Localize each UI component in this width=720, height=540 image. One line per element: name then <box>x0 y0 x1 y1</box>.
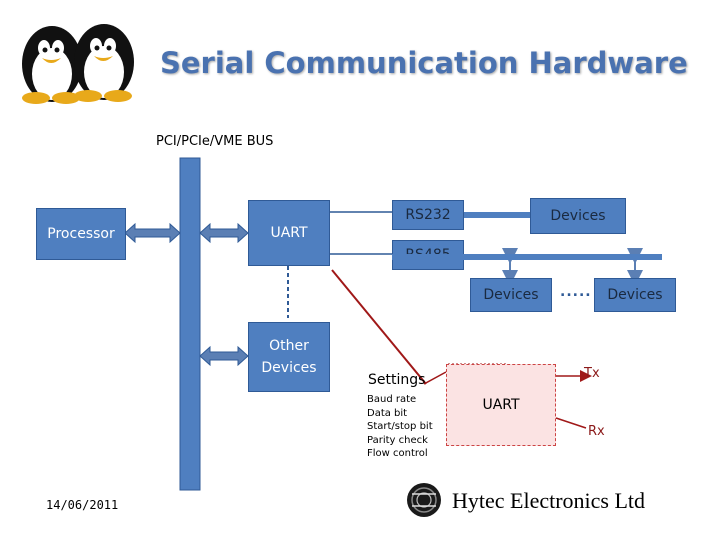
bus-uart-arrow <box>199 222 249 244</box>
settings-title: Settings <box>368 372 426 388</box>
rs485-line <box>392 254 662 260</box>
other-devices-block: Other Devices <box>248 322 330 392</box>
settings-item: Parity check <box>367 434 428 446</box>
bus-bar <box>179 157 201 491</box>
devices-left-block: Devices <box>470 278 552 312</box>
bus-other-arrow <box>199 345 249 367</box>
settings-item: Flow control <box>367 448 428 459</box>
bus-label: PCI/PCIe/VME BUS <box>156 134 274 149</box>
uart-settings-line <box>331 269 427 385</box>
rs232-block: RS232 <box>392 200 464 230</box>
devices-ellipsis: ..... <box>560 284 592 300</box>
settings-item: Start/stop bit <box>367 421 433 432</box>
settings-item: Data bit <box>367 407 408 419</box>
devices-right-block: Devices <box>594 278 676 312</box>
uart-block: UART <box>248 200 330 266</box>
settings-item: Baud rate <box>367 394 417 405</box>
page-title: Serial Communication Hardware <box>160 46 688 80</box>
tx-label: Tx <box>584 366 600 381</box>
uart-detail-block: UART <box>446 364 556 446</box>
processor-bus-arrow <box>124 222 181 244</box>
devices-top-block: Devices <box>530 198 626 234</box>
hytec-logo-icon <box>407 483 441 517</box>
processor-block: Processor <box>36 208 126 260</box>
settings-list: Baud rate Data bit Start/stop bit Parity… <box>367 393 433 461</box>
rx-label: Rx <box>588 424 605 439</box>
footer-date: 14/06/2011 <box>46 498 119 512</box>
company-name: Hytec Electronics Ltd <box>452 488 646 513</box>
rx-arrow <box>555 417 587 429</box>
penguin-logo-icon <box>22 24 134 104</box>
rs232-devices-connector <box>464 212 530 218</box>
